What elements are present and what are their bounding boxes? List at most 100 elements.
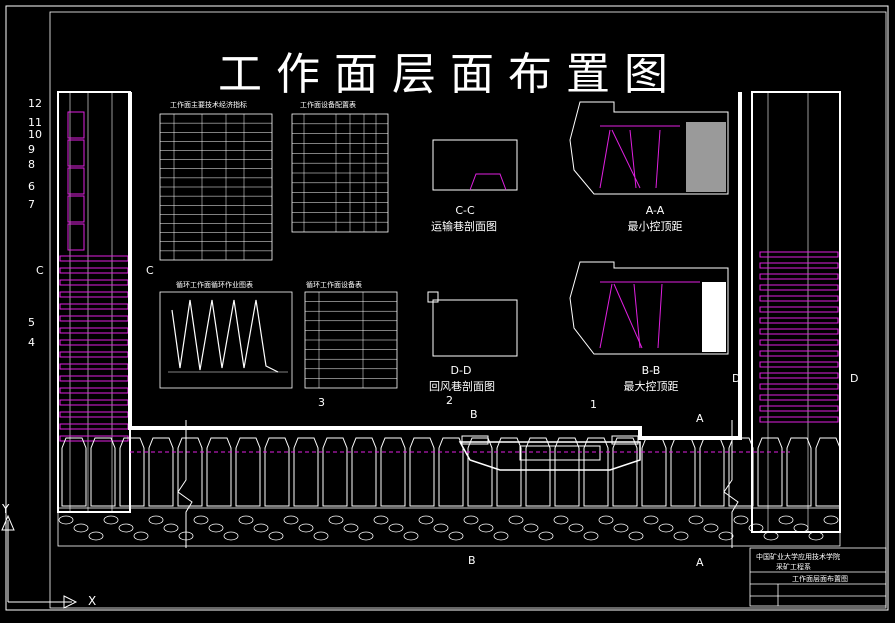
- title-block: [749, 547, 887, 607]
- right-support-rows: [759, 251, 839, 423]
- rubble-stone: [238, 515, 254, 525]
- section-bb-name: 最大控顶距: [623, 380, 679, 393]
- table-1-title: 工作面主要技术经济指标: [170, 101, 247, 109]
- support-row: [759, 306, 839, 313]
- goaf-block: [554, 437, 580, 507]
- rubble-stone: [133, 531, 149, 541]
- rubble-stone: [328, 515, 344, 525]
- goaf-block: [757, 437, 783, 507]
- rubble-stone: [403, 531, 419, 541]
- goaf-block: [612, 437, 638, 507]
- callout-3: 3: [318, 396, 325, 409]
- rubble-stone: [658, 523, 674, 533]
- goaf-block: [525, 437, 551, 507]
- rubble-stone: [478, 523, 494, 533]
- rubble-stone: [763, 531, 779, 541]
- goaf-block: [467, 437, 493, 507]
- right-roadway: [751, 91, 841, 533]
- rubble-stone: [613, 523, 629, 533]
- cycle-wave: [171, 299, 279, 373]
- rubble-stone: [73, 523, 89, 533]
- marker-c-left: C: [36, 264, 44, 277]
- rubble-stone: [523, 523, 539, 533]
- section-dd-drawing: [427, 291, 518, 357]
- section-dd-code: D-D: [450, 364, 472, 377]
- support-row: [759, 361, 839, 368]
- rubble-stone: [58, 515, 74, 525]
- support-row: [759, 394, 839, 401]
- marker-d-right: D: [850, 372, 859, 385]
- goaf-block: [119, 437, 145, 507]
- goaf-block: [61, 437, 87, 507]
- support-row: [759, 273, 839, 280]
- support-row: [759, 372, 839, 379]
- break-line-right: [723, 420, 739, 548]
- goaf-block: [206, 437, 232, 507]
- rubble-stone: [373, 515, 389, 525]
- support-row: [759, 328, 839, 335]
- support-row: [759, 284, 839, 291]
- rubble-stone: [673, 531, 689, 541]
- rubble-stone: [778, 515, 794, 525]
- break-line-left: [177, 420, 193, 548]
- goaf-block: [786, 437, 812, 507]
- rubble-stone: [643, 515, 659, 525]
- rubble-stone: [583, 531, 599, 541]
- goaf-block: [728, 437, 754, 507]
- rubble-stone: [358, 531, 374, 541]
- rubble-stone: [538, 531, 554, 541]
- support-row: [759, 383, 839, 390]
- rubble-stone: [253, 523, 269, 533]
- part-number-label: 8: [28, 158, 35, 171]
- titleblock-drawing-name: 工作面层面布置图: [792, 575, 848, 583]
- axis-x-label: X: [88, 594, 97, 608]
- part-number-label: 11: [28, 116, 42, 129]
- marker-d-left: D: [732, 372, 741, 385]
- goaf-blocks: [61, 437, 841, 507]
- part-number-label: 10: [28, 128, 42, 141]
- callout-2: 2: [446, 394, 453, 407]
- goaf-block: [235, 437, 261, 507]
- rubble-stone: [223, 531, 239, 541]
- goaf-block: [351, 437, 377, 507]
- support-row: [759, 416, 839, 423]
- shearer: [458, 441, 641, 471]
- left-roadway: [57, 91, 131, 513]
- rubble-stone: [733, 515, 749, 525]
- marker-c-right: C: [146, 264, 154, 277]
- goaf-block: [409, 437, 435, 507]
- part-number-label: 7: [28, 198, 35, 211]
- working-face-boundary: [128, 92, 742, 440]
- rubble-stones: [58, 515, 839, 541]
- inner-frame: [49, 11, 887, 609]
- rubble-stone: [283, 515, 299, 525]
- rubble-stone: [718, 531, 734, 541]
- part-number-label: 6: [28, 180, 35, 193]
- rubble-stone: [298, 523, 314, 533]
- goaf-block: [699, 437, 725, 507]
- section-bb-drawing: [569, 261, 729, 355]
- rubble-stone: [433, 523, 449, 533]
- rubble-stone: [568, 523, 584, 533]
- support-row: [759, 405, 839, 412]
- ucs-axis: [1, 514, 78, 609]
- marker-b-top: B: [470, 408, 478, 421]
- rubble-stone: [823, 515, 839, 525]
- support-row: [759, 262, 839, 269]
- goaf-block: [496, 437, 522, 507]
- rubble-stone: [628, 531, 644, 541]
- section-dd-name: 回风巷剖面图: [429, 380, 495, 393]
- rubble-zone: [57, 507, 841, 547]
- rubble-stone: [493, 531, 509, 541]
- rubble-stone: [118, 523, 134, 533]
- marker-a-top: A: [696, 412, 704, 425]
- titleblock-dept: 采矿工程系: [776, 563, 811, 571]
- goaf-block: [438, 437, 464, 507]
- titleblock-school: 中国矿业大学应用技术学院: [756, 553, 840, 561]
- goaf-block: [815, 437, 841, 507]
- rubble-stone: [508, 515, 524, 525]
- goaf-block: [670, 437, 696, 507]
- table-3-title: 循环工作面循环作业图表: [176, 281, 253, 289]
- rubble-stone: [193, 515, 209, 525]
- rubble-stone: [208, 523, 224, 533]
